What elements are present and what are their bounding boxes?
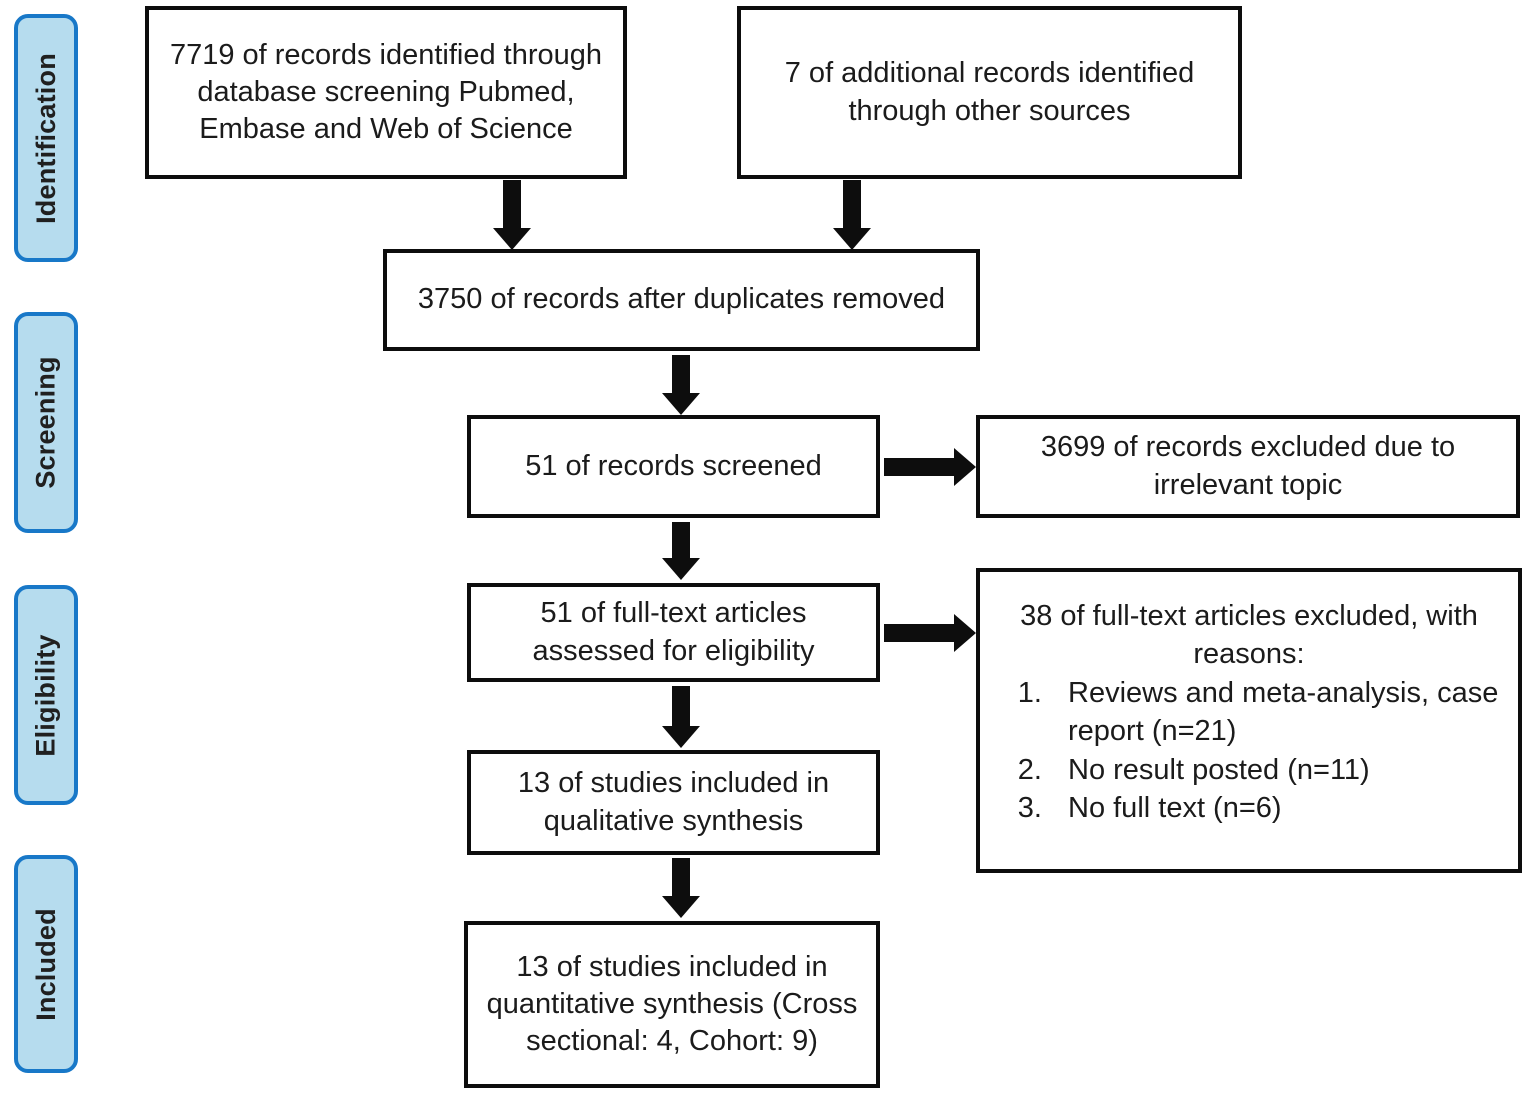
arrow-head: [954, 614, 976, 652]
box-records-screened-text: 51 of records screened: [525, 449, 822, 482]
arrow-head: [833, 228, 871, 250]
stage-pill-screening: Screening: [14, 312, 78, 533]
arrow-database-to-duplicates: [493, 180, 531, 250]
box-duplicates-removed: 3750 of records after duplicates removed: [383, 249, 980, 351]
arrow-fulltext-to-excluded: [884, 614, 976, 652]
box-fulltext-assessed: 51 of full-text articles assessed for el…: [467, 583, 880, 682]
reason-item: Reviews and meta-analysis, case report (…: [1050, 675, 1500, 750]
box-records-excluded-text: 3699 of records excluded due to irreleva…: [1040, 431, 1456, 501]
arrow-shaft: [843, 180, 861, 230]
arrow-shaft: [672, 858, 690, 898]
arrow-head: [954, 448, 976, 486]
reason-item: No result posted (n=11): [1050, 752, 1500, 790]
arrow-head: [662, 393, 700, 415]
box-database-records: 7719 of records identified through datab…: [145, 6, 627, 179]
arrow-screened-to-excluded: [884, 448, 976, 486]
arrow-shaft: [672, 522, 690, 560]
arrow-shaft: [672, 355, 690, 395]
stage-pill-identification: Identification: [14, 14, 78, 262]
arrow-head: [662, 896, 700, 918]
box-fulltext-excluded-reasons: 38 of full-text articles excluded, with …: [976, 568, 1522, 873]
box-records-screened: 51 of records screened: [467, 415, 880, 518]
fulltext-excluded-heading: 38 of full-text articles excluded, with …: [1020, 600, 1478, 670]
stage-pill-included: Included: [14, 855, 78, 1073]
stage-label-identification: Identification: [30, 52, 61, 224]
arrow-qualitative-to-quantitative: [662, 858, 700, 918]
box-fulltext-assessed-text: 51 of full-text articles assessed for el…: [532, 597, 815, 667]
box-other-records: 7 of additional records identified throu…: [737, 6, 1242, 179]
reason-item: No full text (n=6): [1050, 790, 1500, 828]
stage-label-screening: Screening: [30, 356, 61, 489]
arrow-shaft: [884, 458, 956, 476]
arrow-shaft: [884, 624, 956, 642]
stage-pill-eligibility: Eligibility: [14, 585, 78, 805]
box-duplicates-removed-text: 3750 of records after duplicates removed: [417, 283, 946, 316]
arrow-screened-to-fulltext: [662, 522, 700, 580]
box-quantitative-synthesis: 13 of studies included in quantitative s…: [464, 921, 880, 1088]
box-database-records-text: 7719 of records identified through datab…: [169, 38, 603, 146]
box-qualitative-synthesis: 13 of studies included in qualitative sy…: [467, 750, 880, 855]
box-qualitative-synthesis-text: 13 of studies included in qualitative sy…: [517, 767, 830, 837]
arrow-other-to-duplicates: [833, 180, 871, 250]
box-other-records-text: 7 of additional records identified throu…: [784, 57, 1195, 127]
stage-label-eligibility: Eligibility: [30, 633, 61, 757]
box-records-excluded: 3699 of records excluded due to irreleva…: [976, 415, 1520, 518]
arrow-head: [662, 726, 700, 748]
box-quantitative-synthesis-text: 13 of studies included in quantitative s…: [486, 950, 858, 1058]
arrow-head: [662, 558, 700, 580]
arrow-shaft: [503, 180, 521, 230]
arrow-duplicates-to-screened: [662, 355, 700, 415]
arrow-fulltext-to-qualitative: [662, 686, 700, 748]
fulltext-excluded-reason-list: Reviews and meta-analysis, case report (…: [998, 675, 1500, 829]
arrow-head: [493, 228, 531, 250]
arrow-shaft: [672, 686, 690, 728]
stage-label-included: Included: [30, 907, 61, 1021]
